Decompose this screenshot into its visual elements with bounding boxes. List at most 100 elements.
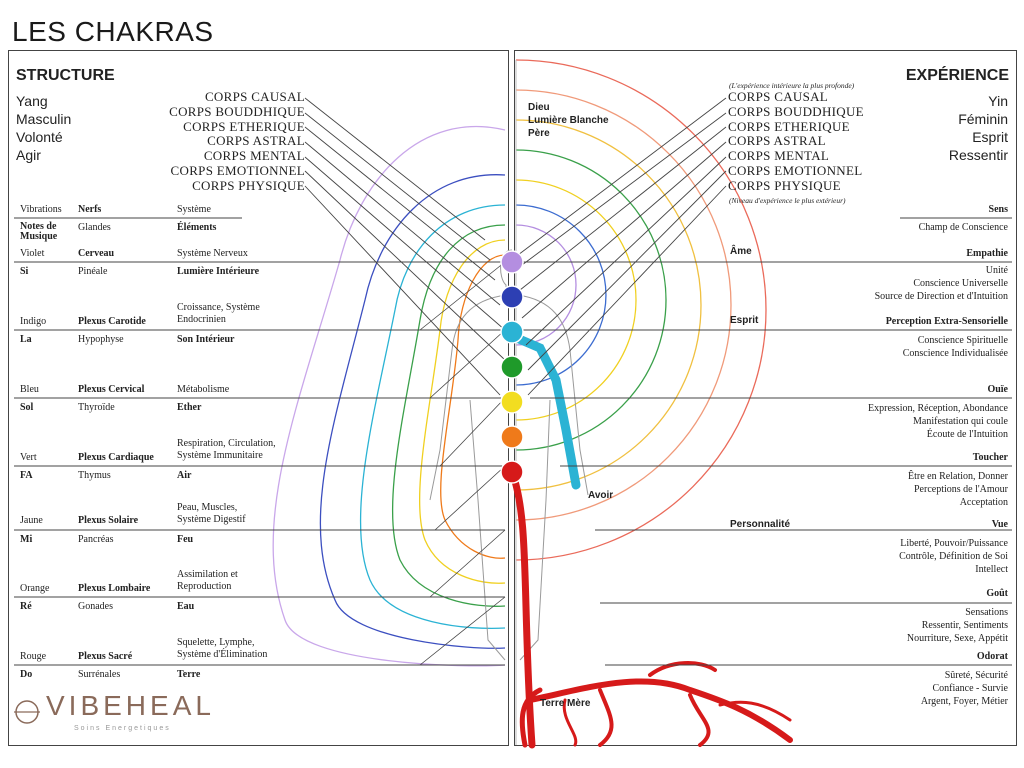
gland-pineale: Pinéale <box>78 266 108 277</box>
right-body-leaders <box>517 97 727 396</box>
chakra-throat <box>500 320 524 344</box>
note-sol: Sol <box>20 402 34 413</box>
system-metabolisme: Métabolisme <box>177 384 230 395</box>
element-feu: Feu <box>177 534 194 545</box>
gland-pancreas: Pancréas <box>78 534 114 545</box>
aura-orange <box>440 254 506 559</box>
sens-label: Sens <box>988 204 1008 215</box>
col-glandes: Glandes <box>78 222 111 233</box>
level-esprit: Esprit <box>730 315 759 326</box>
color-jaune: Jaune <box>20 515 43 526</box>
element-ether: Ether <box>177 402 202 413</box>
desc-ouie: Expression, Réception, Abondance Manifes… <box>868 403 1008 440</box>
col-elements: Éléments <box>177 222 217 233</box>
left-row-lines <box>14 217 505 666</box>
chakra-sacral <box>500 425 524 449</box>
arc-buddhic <box>515 89 732 521</box>
root-roots <box>508 468 793 749</box>
aura-yellow <box>418 239 506 584</box>
plexus-carotide: Plexus Carotide <box>78 316 146 327</box>
color-vert: Vert <box>20 452 37 463</box>
plexus-solaire: Plexus Solaire <box>78 515 139 526</box>
sense-ouie: Ouïe <box>987 384 1008 395</box>
row-violet: Violet <box>20 248 45 259</box>
blue-channel <box>507 331 581 490</box>
chakra-crown <box>500 250 524 274</box>
desc-pes: Conscience Spirituelle Conscience Indivi… <box>902 335 1008 359</box>
right-bodies-list: CORPS CAUSAL CORPS BOUDDHIQUE CORPS ETHE… <box>728 89 864 193</box>
color-bleu: Bleu <box>20 384 39 395</box>
color-indigo: Indigo <box>20 316 47 327</box>
element-lumiere: Lumière Intérieure <box>177 266 260 277</box>
desc-vue: Liberté, Pouvoir/Puissance Contrôle, Déf… <box>899 538 1008 575</box>
gland-thymus: Thymus <box>78 470 111 481</box>
element-son: Son Intérieur <box>177 334 235 345</box>
gland-surrenales: Surrénales <box>78 669 121 680</box>
sense-toucher: Toucher <box>972 452 1008 463</box>
logo-subtitle: Soins Energetiques <box>74 725 171 732</box>
note-mi: Mi <box>20 534 33 545</box>
aura-blue <box>359 204 506 629</box>
plexus-lombaire: Plexus Lombaire <box>78 583 151 594</box>
plexus-sacre: Plexus Sacré <box>78 651 133 662</box>
sense-odorat: Odorat <box>976 651 1008 662</box>
champ-label: Champ de Conscience <box>918 222 1008 233</box>
left-qualities: Yang Masculin Volonté Agir <box>16 93 72 163</box>
desc-gout: Sensations Ressentir, Sentiments Nourrit… <box>906 607 1008 644</box>
element-terre: Terre <box>177 669 201 680</box>
note-do: Do <box>20 669 33 680</box>
desc-toucher: Être en Relation, Donner Perceptions de … <box>908 471 1008 508</box>
note-fa: FA <box>20 470 33 481</box>
left-bodies-list: CORPS CAUSAL CORPS BOUDDHIQUE CORPS ETHE… <box>169 89 305 193</box>
logo-text: VIBEHEAL <box>46 690 215 721</box>
sense-vue: Vue <box>991 519 1008 530</box>
system-elimination: Squelette, Lymphe, Système d'Élimination <box>177 637 268 660</box>
level-ame: Âme <box>730 246 752 257</box>
vibeheal-logo: VIBEHEAL Soins Energetiques <box>12 690 232 740</box>
gland-hypophyse: Hypophyse <box>78 334 124 345</box>
system-reproduction: Assimilation et Reproduction <box>177 569 238 592</box>
right-row-lines <box>520 217 1012 666</box>
sense-empathie: Empathie <box>966 248 1008 259</box>
chakra-third-eye <box>500 285 524 309</box>
note-si: Si <box>20 266 29 277</box>
top-note: (L'expérience intérieure la plus profond… <box>729 81 855 90</box>
color-orange: Orange <box>20 583 50 594</box>
label-terre-mere: Terre Mère <box>540 698 591 709</box>
system-digestif: Peau, Muscles, Système Digestif <box>177 502 246 525</box>
right-qualities: Yin Féminin Esprit Ressentir <box>948 93 1008 163</box>
sense-gout: Goût <box>986 588 1008 599</box>
system-immunitaire: Respiration, Circulation, Système Immuni… <box>177 438 276 461</box>
gland-thyroide: Thyroïde <box>78 402 115 413</box>
system-endocrinien: Croissance, Système Endocrinien <box>177 302 260 325</box>
chakra-root <box>500 460 524 484</box>
color-rouge: Rouge <box>20 651 47 662</box>
arc-etheric <box>515 119 702 491</box>
row-systeme-nerveux: Système Nerveux <box>177 248 248 259</box>
arc-mental <box>515 179 637 421</box>
col-vibrations: Vibrations <box>20 204 62 215</box>
arc-causal <box>515 59 767 561</box>
level-personnalite: Personnalité <box>730 519 791 530</box>
col-nerfs: Nerfs <box>78 204 102 215</box>
plexus-cervical: Plexus Cervical <box>78 384 145 395</box>
left-body-leaders <box>304 97 506 396</box>
aura-green <box>391 224 506 607</box>
desc-empathie: Unité Conscience Universelle Source de D… <box>874 265 1008 302</box>
col-notes: Notes de Musique <box>20 221 58 242</box>
dieu-label: Dieu Lumière Blanche Père <box>528 102 609 139</box>
note-la: La <box>20 334 32 345</box>
chakra-circles <box>500 250 524 484</box>
page-title: LES CHAKRAS <box>12 16 214 47</box>
element-eau: Eau <box>177 601 195 612</box>
gland-gonades: Gonades <box>78 601 113 612</box>
col-systeme: Système <box>177 204 211 215</box>
bottom-note: (Niveau d'expérience le plus extérieur) <box>729 196 846 205</box>
label-avoir: Avoir <box>588 490 614 501</box>
aura-indigo <box>319 174 506 649</box>
arc-astral <box>515 149 667 451</box>
row-cerveau: Cerveau <box>78 248 115 259</box>
experience-header: EXPÉRIENCE <box>905 67 1009 84</box>
chakra-solar-plexus <box>500 390 524 414</box>
